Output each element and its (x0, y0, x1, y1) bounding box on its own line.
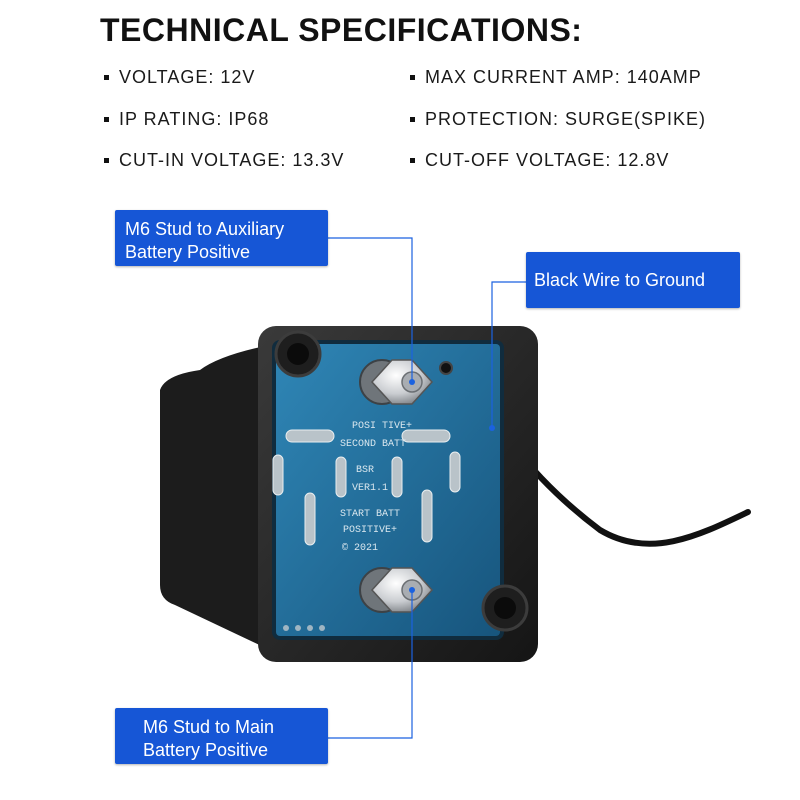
pcb-label-second-batt: SECOND BATT (340, 439, 406, 450)
leader-lines (328, 237, 526, 739)
page-title: TECHNICAL SPECIFICATIONS: (100, 12, 583, 48)
spec-max-current-text: MAX CURRENT AMP: 140AMP (425, 67, 702, 87)
spec-cut-in: CUT-IN VOLTAGE: 13.3V (104, 150, 344, 171)
pcb-label-positive: POSI TIVE+ (352, 421, 412, 432)
pcb-label-positive2: POSITIVE+ (343, 525, 397, 536)
callout-ground-text: Black Wire to Ground (534, 270, 706, 290)
bullet-icon (104, 75, 109, 80)
callout-aux-stud: M6 Stud to Auxiliary Battery Positive (115, 210, 328, 266)
spec-ip-rating-text: IP RATING: IP68 (119, 109, 270, 129)
callout-main-stud: M6 Stud to Main Battery Positive (115, 708, 328, 764)
callout-aux-line2: Battery Positive (125, 242, 251, 262)
spec-protection-text: PROTECTION: SURGE(SPIKE) (425, 109, 707, 129)
housing-side (160, 345, 270, 650)
solder-pads (272, 429, 461, 546)
callout-aux-line1: M6 Stud to Auxiliary (125, 219, 285, 239)
spec-voltage: VOLTAGE: 12V (104, 67, 255, 88)
bullet-icon (410, 117, 415, 122)
pcb-label-start-batt: START BATT (340, 509, 400, 520)
wire-entry (439, 361, 453, 375)
spec-protection: PROTECTION: SURGE(SPIKE) (410, 109, 706, 130)
pcb-label-year: © 2021 (342, 542, 378, 554)
spec-voltage-text: VOLTAGE: 12V (119, 67, 256, 87)
screw-hole (494, 597, 516, 619)
stud-marker (409, 379, 415, 385)
spec-ip-rating: IP RATING: IP68 (104, 109, 269, 130)
bullet-icon (410, 158, 415, 163)
bullet-icon (410, 75, 415, 80)
pcb-contacts (283, 625, 325, 631)
pcb-label-version: VER1.1 (352, 483, 388, 494)
ground-marker (489, 425, 495, 431)
screw-hole (287, 343, 309, 365)
spec-cut-off-text: CUT-OFF VOLTAGE: 12.8V (425, 150, 670, 170)
callout-ground-wire: Black Wire to Ground (526, 252, 740, 308)
callout-main-line2: Battery Positive (143, 740, 269, 760)
bullet-icon (104, 158, 109, 163)
pcb-label-bsr: BSR (356, 465, 374, 476)
stud-marker (409, 587, 415, 593)
spec-cut-in-text: CUT-IN VOLTAGE: 13.3V (119, 150, 345, 170)
circuit-board (276, 344, 500, 636)
bullet-icon (104, 117, 109, 122)
spec-cut-off: CUT-OFF VOLTAGE: 12.8V (410, 150, 669, 171)
callout-main-line1: M6 Stud to Main (143, 717, 275, 737)
spec-max-current: MAX CURRENT AMP: 140AMP (410, 67, 702, 88)
